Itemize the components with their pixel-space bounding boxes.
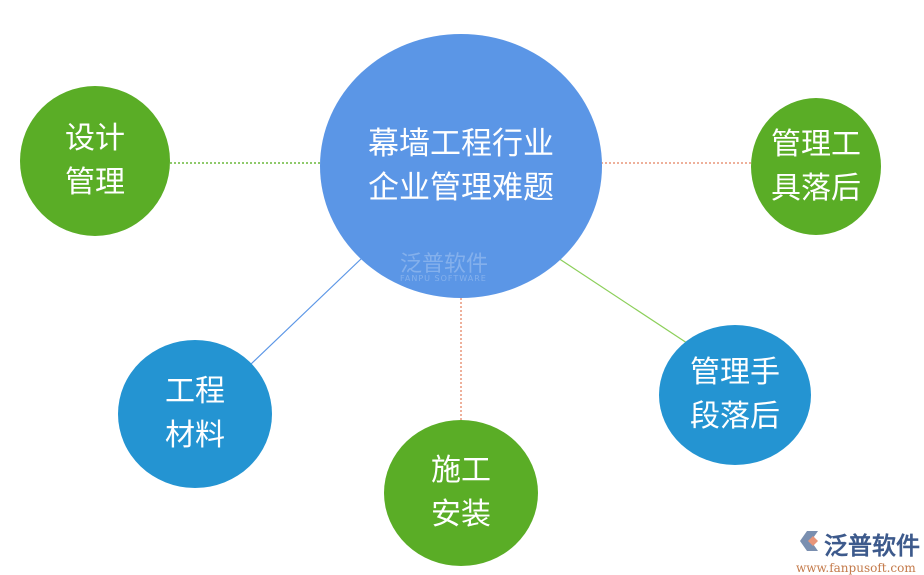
connector-methods	[557, 257, 691, 346]
node-design-management: 设计管理	[20, 86, 170, 236]
center-node: 幕墙工程行业企业管理难题	[320, 34, 602, 298]
logo-icon	[800, 531, 818, 551]
node-methods-outdated: 管理手段落后	[659, 325, 811, 465]
node-tools-outdated: 管理工具落后	[751, 98, 881, 235]
connector-materials	[249, 257, 363, 366]
center-line-2: 企业管理难题	[368, 170, 554, 206]
center-line-1: 幕墙工程行业	[368, 126, 554, 162]
node-engineering-materials: 工程材料	[118, 340, 272, 488]
fanpu-logo: 泛普软件 www.fanpusoft.com	[796, 526, 920, 575]
node-construction-installation: 施工安装	[384, 420, 538, 566]
